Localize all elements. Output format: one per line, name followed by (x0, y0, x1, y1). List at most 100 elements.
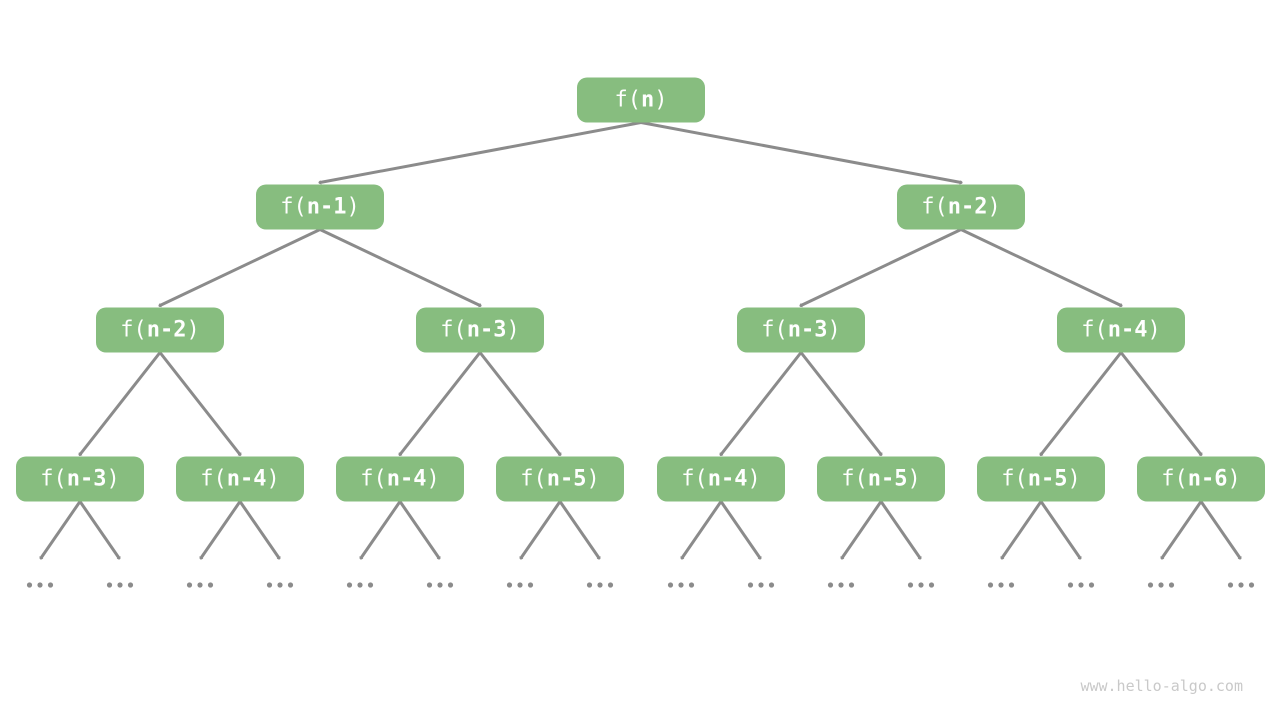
node-label-post: ) (1227, 466, 1241, 491)
node-label-arg: n (641, 87, 655, 112)
arrow (78, 500, 119, 559)
ellipsis-dot (346, 582, 353, 588)
ellipsis-dot (1147, 582, 1154, 588)
node-label-arg: n-4 (386, 466, 427, 491)
node-label-pre: f( (40, 466, 67, 491)
ellipsis-dot (266, 582, 273, 588)
tree-node-n-3: f(n-3) (416, 307, 544, 353)
ellipsis-dot (106, 582, 113, 588)
node-label-post: ) (106, 466, 120, 491)
ellipsis-dot (758, 582, 764, 588)
node-label-post: ) (827, 317, 841, 342)
tree-node-n-3: f(n-3) (16, 456, 144, 502)
node-label-arg: n-4 (707, 466, 748, 491)
ellipsis-dot (1248, 582, 1255, 588)
ellipsis-dot (127, 582, 134, 588)
node-label-pre: f( (200, 466, 227, 491)
arrow (1199, 500, 1240, 559)
arrow (721, 351, 803, 455)
node-label-pre: f( (681, 466, 708, 491)
arrow (361, 500, 402, 559)
arrow (80, 351, 162, 455)
node-label-post: ) (266, 466, 280, 491)
node-label-post: ) (654, 87, 668, 112)
node-label-arg: n-5 (1027, 466, 1068, 491)
node-label-arg: n-6 (1187, 466, 1228, 491)
ellipsis-dot (1067, 582, 1074, 588)
node-label-arg: n-5 (546, 466, 587, 491)
arrow (478, 351, 560, 455)
ellipsis-dot (447, 582, 454, 588)
ellipsis-leaf (907, 582, 935, 588)
node-label-pre: f( (841, 466, 868, 491)
node-label-post: ) (346, 194, 360, 219)
arrow (1041, 351, 1123, 455)
ellipsis-dot (928, 582, 935, 588)
ellipsis-leaf (346, 582, 374, 588)
ellipsis-leaf (1227, 582, 1255, 588)
arrow (682, 500, 723, 559)
ellipsis-dot (768, 582, 775, 588)
node-label-pre: f( (1081, 317, 1108, 342)
node-label-pre: f( (921, 194, 948, 219)
node-label-pre: f( (360, 466, 387, 491)
tree-node-n-6: f(n-6) (1137, 456, 1265, 502)
node-label-arg: n-1 (306, 194, 347, 219)
ellipsis-dot (848, 582, 855, 588)
arrow (1119, 351, 1201, 455)
arrow (160, 228, 321, 306)
node-label-arg: n-3 (787, 317, 828, 342)
tree-node-n-4: f(n-4) (176, 456, 304, 502)
node-label-pre: f( (614, 87, 642, 112)
ellipsis-dot (186, 582, 193, 588)
ellipsis-dot (586, 582, 593, 588)
ellipsis-dot (426, 582, 433, 588)
ellipsis-dot (1078, 582, 1084, 588)
node-label-pre: f( (761, 317, 788, 342)
arrow (201, 500, 242, 559)
ellipsis-dot (827, 582, 834, 588)
node-label-post: ) (1067, 466, 1081, 491)
ellipsis-dot (678, 582, 684, 588)
arrow (1162, 500, 1203, 559)
ellipsis-dot (1168, 582, 1175, 588)
node-label-pre: f( (1001, 466, 1028, 491)
node-label-pre: f( (120, 317, 147, 342)
ellipsis-leaf (1067, 582, 1095, 588)
node-label-pre: f( (520, 466, 547, 491)
ellipsis-dot (207, 582, 214, 588)
ellipsis-dot (838, 582, 844, 588)
arrow (719, 500, 760, 559)
ellipsis-dot (527, 582, 534, 588)
ellipsis-leaf (827, 582, 855, 588)
ellipsis-dot (607, 582, 614, 588)
node-label-arg: n-2 (947, 194, 988, 219)
arrow (400, 351, 482, 455)
ellipsis-dot (47, 582, 54, 588)
node-label-post: ) (747, 466, 761, 491)
watermark: www.hello-algo.com (1080, 677, 1243, 695)
arrow (521, 500, 562, 559)
tree-node-n-1: f(n-1) (256, 184, 384, 230)
ellipsis-dot (117, 582, 123, 588)
node-label-arg: n-2 (146, 317, 187, 342)
node-label-pre: f( (1161, 466, 1188, 491)
ellipsis-dot (1238, 582, 1244, 588)
ellipsis-dot (1227, 582, 1234, 588)
ellipsis-leaf (506, 582, 534, 588)
ellipsis-leaf (747, 582, 775, 588)
tree-node-n-5: f(n-5) (817, 456, 945, 502)
ellipsis-dot (357, 582, 363, 588)
tree-node-n-2: f(n-2) (897, 184, 1025, 230)
arrow (799, 351, 881, 455)
node-label-arg: n-4 (226, 466, 267, 491)
tree-node-n-5: f(n-5) (977, 456, 1105, 502)
node-label-post: ) (506, 317, 520, 342)
node-label-arg: n-3 (466, 317, 507, 342)
ellipsis-dot (437, 582, 443, 588)
ellipsis-dot (197, 582, 203, 588)
ellipsis-leaf (186, 582, 214, 588)
ellipsis-leaf (987, 582, 1015, 588)
